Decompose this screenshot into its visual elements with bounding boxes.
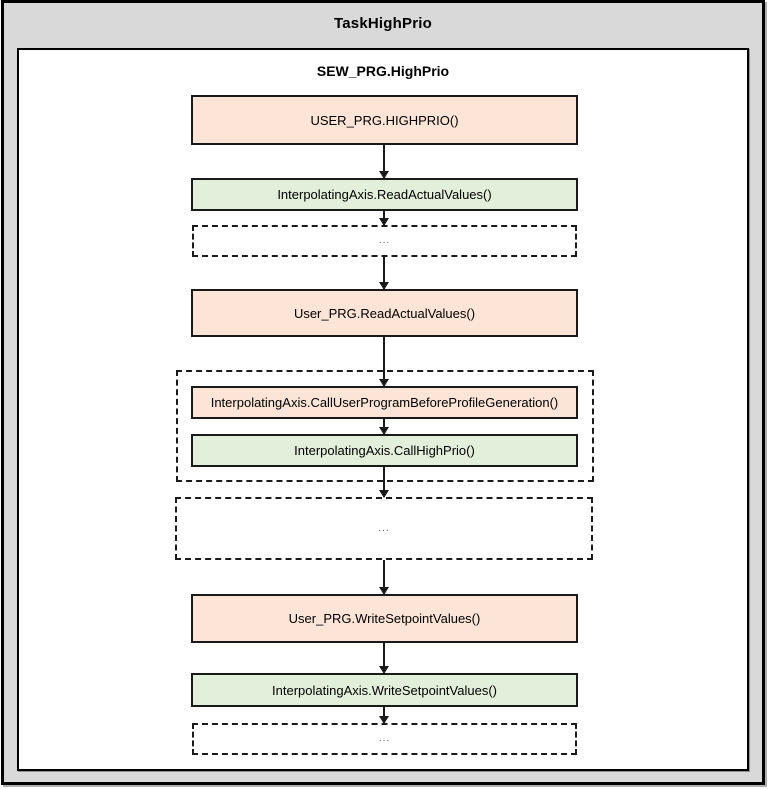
flow-arrow-6 [379,467,389,498]
flow-ellipsis-box-1: ... [192,225,577,257]
flow-box-user-prg-writesetpointvalues: User_PRG.WriteSetpointValues() [191,594,578,643]
flow-box-label: USER_PRG.HIGHPRIO() [310,112,459,128]
flow-arrow-7 [379,560,389,595]
flow-box-label: InterpolatingAxis.ReadActualValues() [277,187,492,202]
flow-box-label: InterpolatingAxis.CallUserProgramBeforeP… [210,395,559,410]
flow-box-interpolatingaxis-readactualvalues: InterpolatingAxis.ReadActualValues() [191,178,578,211]
flow-arrow-9 [379,707,389,724]
flow-box-label: User_PRG.WriteSetpointValues() [288,611,481,626]
flow-dashed-group-callhighprio [176,370,594,482]
flow-arrow-2 [379,211,389,226]
ellipsis-label: ... [378,522,390,534]
flow-box-user-prg-highprio: USER_PRG.HIGHPRIO() [191,95,578,145]
flow-box-label: InterpolatingAxis.WriteSetpointValues() [272,682,497,698]
sew-prg-highprio-title: SEW_PRG.HighPrio [316,63,450,79]
flow-arrow-3 [379,257,389,290]
flow-arrow-1 [379,145,389,179]
flow-box-interpolatingaxis-writesetpointvalues: InterpolatingAxis.WriteSetpointValues() [191,673,578,707]
flow-ellipsis-box-3: ... [192,723,577,755]
ellipsis-label: ... [378,733,391,744]
flow-arrow-5 [379,419,389,435]
taskhighprio-title: TaskHighPrio [334,15,432,32]
flow-ellipsis-box-2: ... [175,497,593,560]
flow-box-label: InterpolatingAxis.CallHighPrio() [294,443,475,458]
flow-arrow-8 [379,643,389,674]
flow-box-callhighprio: InterpolatingAxis.CallHighPrio() [191,434,578,467]
flow-arrow-4 [379,337,389,387]
sew-prg-highprio-frame: SEW_PRG.HighPrio USER_PRG.HIGHPRIO() Int… [17,48,749,771]
flow-box-label: User_PRG.ReadActualValues() [293,305,476,321]
ellipsis-label: ... [378,235,391,246]
flow-box-calluserprogrambeforeprofilegeneration: InterpolatingAxis.CallUserProgramBeforeP… [191,386,578,419]
flow-box-user-prg-readactualvalues: User_PRG.ReadActualValues() [191,289,578,337]
